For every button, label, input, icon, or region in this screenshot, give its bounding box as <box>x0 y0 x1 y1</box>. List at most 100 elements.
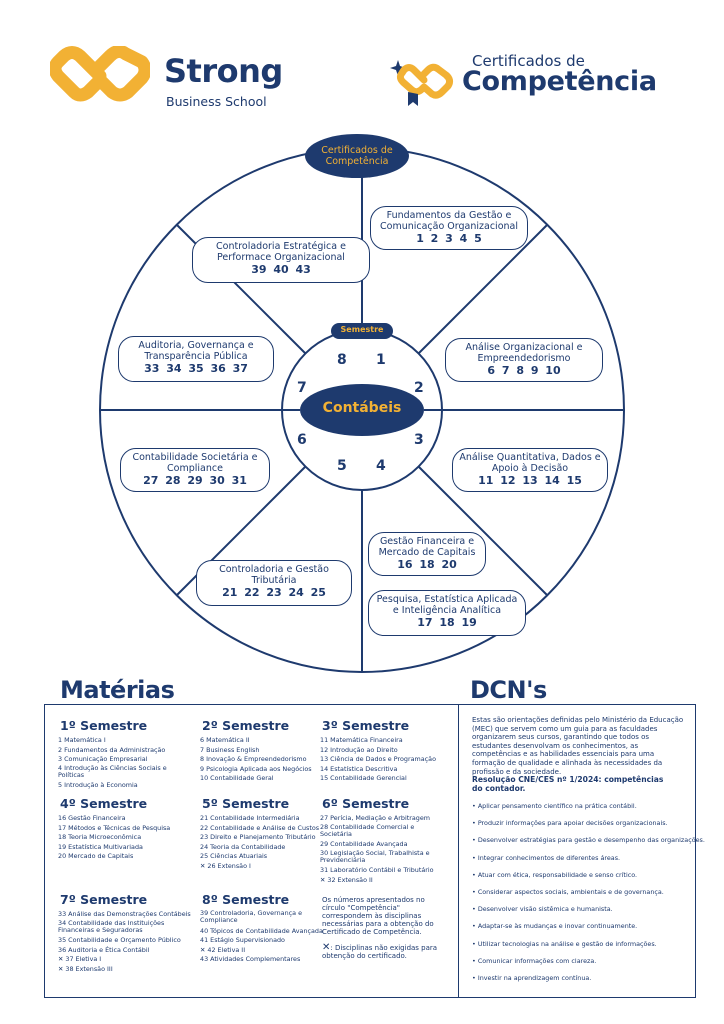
cert-analise-organizacional: Análise Organizacional e Empreendedorism… <box>445 338 603 382</box>
semester-number-8: 8 <box>337 352 347 368</box>
strong-logo-title: Strong <box>164 52 283 90</box>
semestre-label: Semestre <box>340 325 384 334</box>
course-item: 29 Contabilidade Avançada <box>320 840 408 849</box>
course-item: 30 Legislação Social, Trabalhista e Prev… <box>320 848 430 864</box>
course-item: 3 Comunicação Empresarial <box>58 755 148 764</box>
top-badge-ellipse <box>305 134 409 178</box>
cert-numbers: 17 18 19 <box>417 616 477 629</box>
course-item: 7 Business English <box>200 745 260 754</box>
course-item: 18 Teoria Microeconômica <box>58 833 142 842</box>
course-item: 4 Introdução às Ciências Sociais e Polít… <box>58 763 167 779</box>
cert-contabilidade-societaria: Contabilidade Societária e Compliance 27… <box>120 448 270 492</box>
semester-heading: 5º Semestre <box>202 796 290 811</box>
cert-title: Gestão Financeira e Mercado de Capitais <box>378 536 476 558</box>
cert-title: Contabilidade Societária e Compliance <box>132 452 258 474</box>
semester-number-1: 1 <box>376 352 386 368</box>
cert-gestao-financeira: Gestão Financeira e Mercado de Capitais … <box>368 532 486 576</box>
dcn-competency-item: Produzir informações para apoiar decisõe… <box>472 819 690 836</box>
cert-numbers: 39 40 43 <box>251 263 311 276</box>
course-item: 20 Mercado de Capitais <box>58 852 134 861</box>
dcns-competency-list: Aplicar pensamento científico na prática… <box>472 802 705 991</box>
course-item: 27 Perícia, Mediação e Arbitragem <box>320 814 431 822</box>
semester-heading: 2º Semestre <box>202 718 290 733</box>
top-badge-label: Certificados de Competência <box>321 145 393 167</box>
cert-title: Controladoria Estratégica e Performace O… <box>216 241 346 263</box>
cert-title: Controladoria e Gestão Tributária <box>219 564 329 586</box>
course-item: 31 Laboratório Contábil e Tributário <box>320 866 434 875</box>
cert-numbers: 21 22 23 24 25 <box>222 586 326 599</box>
semester-number-3: 3 <box>414 432 424 448</box>
legend-x-icon: ✕ <box>322 942 331 953</box>
semester-heading: 6º Semestre <box>322 796 410 811</box>
semester-heading: 4º Semestre <box>60 796 148 811</box>
course-item: 6 Matemática II <box>200 736 250 744</box>
cert-numbers: 6 7 8 9 10 <box>487 364 561 377</box>
course-item: 40 Tópicos de Contabilidade Avançada <box>200 926 323 935</box>
cert-title: Auditoria, Governança e Transparência Pú… <box>138 340 254 362</box>
semester-heading: 7º Semestre <box>60 892 148 907</box>
course-item: 25 Ciências Atuariais <box>200 852 268 861</box>
dcn-competency-item: Considerar aspectos sociais, ambientais … <box>472 888 690 905</box>
course-item: 5 Introdução à Economia <box>58 781 138 790</box>
competencia-note: Os números apresentados no círculo "Comp… <box>322 896 434 936</box>
cert-pesquisa-estatistica: Pesquisa, Estatística Aplicada e Intelig… <box>368 590 526 636</box>
course-item: 41 Estágio Supervisionado <box>200 936 285 945</box>
dcn-competency-item: Investir na aprendizagem contínua. <box>472 974 690 991</box>
course-item: 11 Matemática Financeira <box>320 736 403 744</box>
cert-numbers: 1 2 3 4 5 <box>416 232 482 245</box>
cert-numbers: 11 12 13 14 15 <box>478 474 582 487</box>
cert-numbers: 27 28 29 30 31 <box>143 474 247 487</box>
dcn-competency-item: Atuar com ética, responsabilidade e sens… <box>472 871 690 888</box>
course-item: 43 Atividades Complementares <box>200 955 301 964</box>
course-item: 35 Contabilidade e Orçamento Público <box>58 936 181 945</box>
cert-analise-quantitativa: Análise Quantitativa, Dados e Apoio à De… <box>452 448 608 492</box>
bottom-box <box>44 704 696 998</box>
materias-title: Matérias <box>60 676 175 704</box>
course-item: 24 Teoria da Contabilidade <box>200 842 286 851</box>
course-item: 10 Contabilidade Geral <box>200 774 274 783</box>
course-item: 21 Contabilidade Intermediária <box>200 814 300 822</box>
semester-number-5: 5 <box>337 458 347 474</box>
course-item: 1 Matemática I <box>58 736 106 744</box>
course-item: ✕ 42 Eletiva II <box>200 945 246 954</box>
cert-title: Análise Organizacional e Empreendedorism… <box>465 342 583 364</box>
course-item: ✕ 38 Extensão III <box>58 964 113 973</box>
course-item: 28 Contabilidade Comercial e Societária <box>320 822 415 838</box>
course-item: 14 Estatística Descritiva <box>320 764 398 773</box>
dcn-competency-item: Integrar conhecimentos de diferentes áre… <box>472 854 690 871</box>
semester-course-list: 39 Controladoria, Governança e Complianc… <box>200 910 323 965</box>
semester-heading: 8º Semestre <box>202 892 290 907</box>
cert-title: Fundamentos da Gestão e Comunicação Orga… <box>380 210 518 232</box>
certificate-logo-line2: Competência <box>462 66 657 97</box>
certificate-badge-logo-icon <box>390 60 454 106</box>
cert-numbers: 33 34 35 36 37 <box>144 362 248 375</box>
semester-number-7: 7 <box>297 380 307 396</box>
strong-infinity-logo-icon <box>50 46 150 102</box>
course-item: 8 Inovação & Empreendedorismo <box>200 755 307 764</box>
course-item: 34 Contabilidade das Instituições Financ… <box>58 918 165 934</box>
course-item: 15 Contabilidade Gerencial <box>320 774 407 783</box>
course-item: 19 Estatística Multivariada <box>58 842 143 851</box>
course-item: 17 Métodos e Técnicas de Pesquisa <box>58 823 171 832</box>
course-item: 23 Direito e Planejamento Tributário <box>200 833 316 842</box>
legend-row: ✕: Disciplinas não exigidas para obtençã… <box>322 942 452 961</box>
course-item: ✕ 32 Extensão II <box>320 875 373 884</box>
semester-number-4: 4 <box>376 458 386 474</box>
course-item: 9 Psicologia Aplicada aos Negócios <box>200 764 312 773</box>
course-item: ✕ 37 Eletiva I <box>58 955 102 964</box>
dcn-competency-item: Utilizar tecnologias na análise e gestão… <box>472 940 690 957</box>
box-divider <box>458 704 459 998</box>
center-label: Contábeis <box>322 400 402 416</box>
legend-text: : Disciplinas não exigidas para obtenção… <box>322 944 438 960</box>
semester-number-6: 6 <box>297 432 307 448</box>
cert-controladoria-gestao-tributaria: Controladoria e Gestão Tributária 21 22 … <box>196 560 352 606</box>
dcn-competency-item: Desenvolver visão sistêmica e humanista. <box>472 905 690 922</box>
course-item: 13 Ciência de Dados e Programação <box>320 755 436 764</box>
course-item: 22 Contabilidade e Análise de Custos <box>200 823 320 832</box>
